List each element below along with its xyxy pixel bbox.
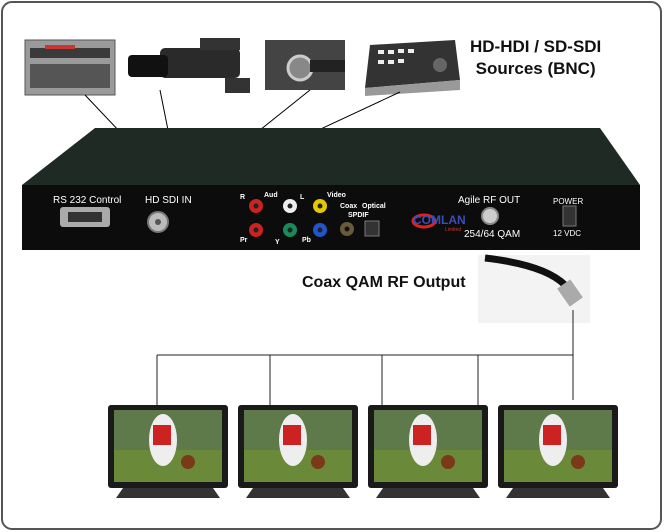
power-jack [562,205,577,227]
rf-cable [484,254,568,288]
sources-title-line2: Sources (BNC) [475,59,596,78]
video-label: Video [327,192,346,199]
brand-logo: COMLAN [413,213,466,227]
source-camcorder [128,38,250,93]
pr-label: Pr [240,237,248,244]
distribution-lines [156,310,574,408]
rf-connector [557,279,583,307]
tv-monitor [368,405,488,498]
vdc-label: 12 VDC [553,229,582,238]
y-label: Y [275,239,280,246]
output-title: Coax QAM RF Output [302,274,466,291]
rf-out-port [481,207,499,225]
source-bnc-connector [265,40,345,90]
device-top [22,128,640,185]
sources-title: HD-HDI / SD-SDI Sources (BNC) [470,36,601,80]
tv-monitor [108,405,228,498]
optical-label: Optical [362,203,386,210]
source-vcr-deck [24,39,116,96]
source-switcher-console [365,40,460,96]
tv-monitor [238,405,358,498]
tv-monitor [498,405,618,498]
aud-label: Aud [264,192,278,199]
qam-label: 254/64 QAM [464,229,521,240]
l-label: L [300,194,305,201]
device-front-panel [22,185,640,250]
r-label: R [240,194,246,201]
rf-out-label: Agile RF OUT [458,195,521,206]
rca-ports [249,199,380,237]
comlan-logo-graphic [411,213,437,229]
brand-sub: Limited [445,227,462,233]
power-label: POWER [553,197,584,206]
pb-label: Pb [302,237,311,244]
rs232-label: RS 232 Control [53,195,122,206]
coax-label: Coax [340,203,358,210]
spdif-label: SPDIF [348,212,369,219]
sources-title-line1: HD-HDI / SD-SDI [470,37,602,56]
hdsdi-label: HD SDI IN [145,195,192,206]
